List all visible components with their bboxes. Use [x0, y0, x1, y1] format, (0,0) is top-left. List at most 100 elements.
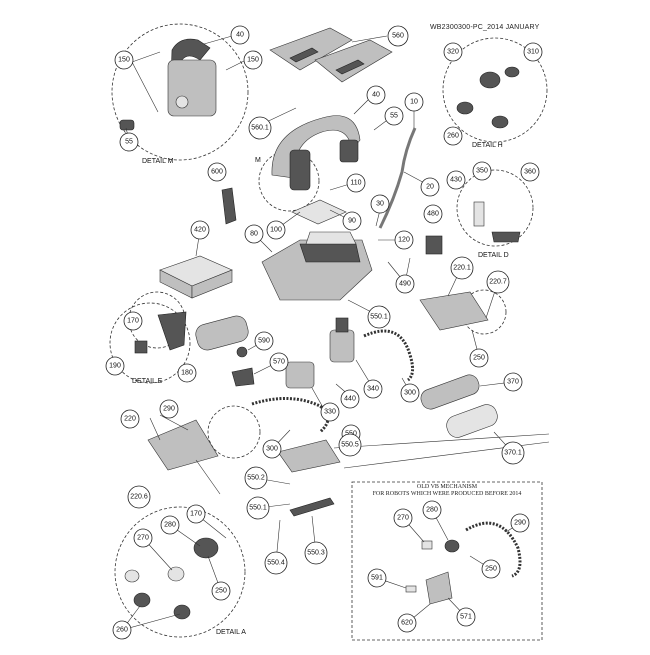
svg-text:440: 440: [344, 396, 356, 403]
callout-300a: 300: [400, 383, 420, 403]
detail-e-label: DETAIL E: [132, 378, 163, 385]
svg-text:220.7: 220.7: [489, 279, 507, 286]
callout-570: 570: [269, 352, 289, 372]
callout-550-3: 550.3: [304, 541, 328, 565]
document-code: WB2300300-PC_2014 JANUARY: [430, 24, 540, 31]
callout-550-2: 550.2: [244, 466, 268, 490]
svg-text:320: 320: [447, 49, 459, 56]
svg-text:170: 170: [190, 511, 202, 518]
part-420: [159, 255, 233, 299]
callout-190: 190: [105, 356, 125, 376]
svg-text:120: 120: [398, 237, 410, 244]
svg-text:550.3: 550.3: [307, 550, 325, 557]
svg-text:591: 591: [371, 575, 383, 582]
svg-text:270: 270: [137, 535, 149, 542]
callout-571: 571: [456, 607, 476, 627]
svg-text:100: 100: [270, 227, 282, 234]
callout-20: 20: [420, 177, 440, 197]
drive-unit-220: [147, 419, 219, 471]
callout-370: 370: [503, 372, 523, 392]
svg-text:250: 250: [215, 588, 227, 595]
callout-370-1: 370.1: [501, 441, 525, 465]
callout-290a: 290: [159, 399, 179, 419]
svg-text:290: 290: [514, 520, 526, 527]
part-480: [425, 235, 443, 255]
callout-30: 30: [370, 194, 390, 214]
svg-text:550.1: 550.1: [249, 505, 267, 512]
svg-text:55: 55: [125, 139, 133, 146]
svg-text:370.1: 370.1: [504, 450, 522, 457]
pump-part-340: [329, 317, 355, 363]
detail-e-circle: [109, 302, 191, 384]
svg-text:40: 40: [236, 32, 244, 39]
svg-text:270: 270: [397, 515, 409, 522]
callout-150b: 150: [243, 50, 263, 70]
callout-260b: 260: [112, 620, 132, 640]
svg-text:300: 300: [404, 390, 416, 397]
tray-part-550: [277, 439, 341, 473]
callout-280b: 280: [160, 515, 180, 535]
svg-text:550.5: 550.5: [341, 442, 359, 449]
callout-360: 360: [520, 162, 540, 182]
svg-text:430: 430: [450, 177, 462, 184]
svg-text:40: 40: [372, 92, 380, 99]
roller-370-1: [446, 404, 498, 438]
callout-270b: 270: [133, 528, 153, 548]
callout-180: 180: [177, 363, 197, 383]
callout-480: 480: [423, 204, 443, 224]
part-570: [231, 367, 255, 387]
parts-detail-d: [473, 201, 521, 243]
svg-text:550.1: 550.1: [370, 314, 388, 321]
callout-270a: 270: [393, 508, 413, 528]
part-600: [221, 187, 237, 225]
callout-120: 120: [394, 230, 414, 250]
old-mechanism-box: [351, 481, 543, 641]
svg-text:560: 560: [392, 33, 404, 40]
svg-text:620: 620: [401, 620, 413, 627]
part-detail-e: [157, 311, 187, 351]
callout-560: 560: [387, 25, 409, 47]
callout-550-1a: 550.1: [367, 305, 391, 329]
old-mechanism-parts: [405, 521, 522, 605]
callout-250c: 250: [481, 559, 501, 579]
callout-220-6: 220.6: [127, 485, 151, 509]
part-190: [134, 340, 148, 354]
svg-text:220.6: 220.6: [130, 494, 148, 501]
svg-text:150: 150: [118, 57, 130, 64]
callout-40a: 40: [230, 25, 250, 45]
old-mechanism-subtitle: FOR ROBOTS WHICH WERE PRODUCED BEFORE 20…: [373, 491, 522, 497]
callout-430: 430: [446, 170, 466, 190]
callout-590: 590: [254, 331, 274, 351]
svg-text:600: 600: [211, 169, 223, 176]
svg-text:250: 250: [473, 355, 485, 362]
detail-m-circle: [111, 23, 249, 161]
svg-text:10: 10: [410, 99, 418, 106]
svg-text:170: 170: [127, 318, 139, 325]
callout-80: 80: [244, 224, 264, 244]
detail-a-circle: [114, 506, 246, 638]
svg-text:280: 280: [426, 507, 438, 514]
hose-part-20: [378, 127, 417, 229]
callout-440: 440: [340, 389, 360, 409]
callout-310: 310: [523, 42, 543, 62]
detail-h-circle: [442, 37, 548, 143]
parts-detail-a: [124, 537, 219, 620]
callout-220: 220: [120, 409, 140, 429]
callout-600: 600: [207, 162, 227, 182]
callout-100: 100: [266, 220, 286, 240]
callout-420: 420: [190, 220, 210, 240]
svg-text:110: 110: [350, 180, 361, 187]
callout-40b: 40: [366, 85, 386, 105]
callout-250a: 250: [469, 348, 489, 368]
roller-370: [420, 374, 480, 410]
svg-text:280: 280: [164, 522, 176, 529]
svg-text:310: 310: [527, 49, 539, 56]
handle-part-40: [271, 115, 361, 191]
callout-55b: 55: [384, 106, 404, 126]
part-590: [236, 346, 248, 358]
svg-text:370: 370: [507, 379, 519, 386]
svg-text:180: 180: [181, 370, 193, 377]
svg-text:290: 290: [163, 406, 175, 413]
